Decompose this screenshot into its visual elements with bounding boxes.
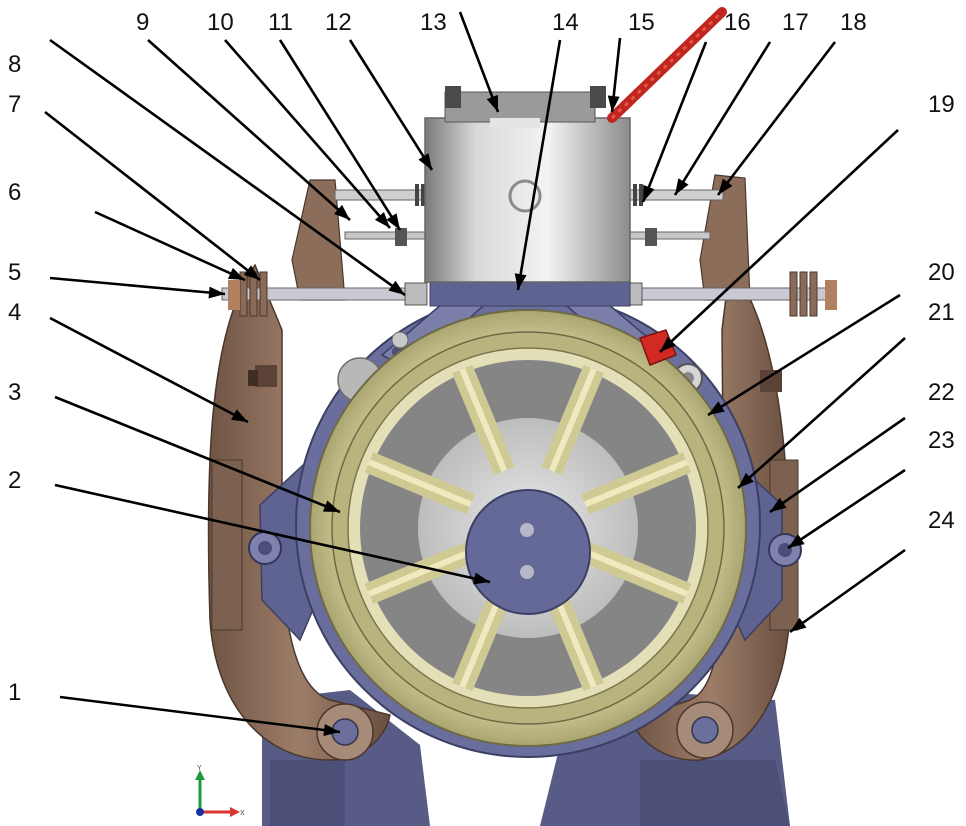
axis-x-label: X xyxy=(240,810,245,817)
leader-line-21 xyxy=(737,337,906,489)
arrowhead-1 xyxy=(323,724,340,736)
leader-line-19 xyxy=(659,129,899,353)
callout-19: 19 xyxy=(928,91,955,118)
spoke-highlight xyxy=(459,367,508,472)
arrowhead-19 xyxy=(660,336,676,352)
leader-line-3 xyxy=(54,395,341,514)
callout-14: 14 xyxy=(552,9,579,36)
arrowhead-17 xyxy=(675,178,689,195)
arrowhead-5 xyxy=(208,286,225,299)
callout-5: 5 xyxy=(8,259,21,286)
callout-2: 2 xyxy=(8,467,21,494)
leader-line-7 xyxy=(44,110,261,282)
axis-triad: Y X xyxy=(195,765,245,817)
axis-y-label: Y xyxy=(197,765,202,772)
callout-3: 3 xyxy=(8,379,21,406)
leader-lines xyxy=(44,11,906,736)
callout-16: 16 xyxy=(724,9,751,36)
arrowhead-10 xyxy=(374,212,390,228)
leader-line-10 xyxy=(224,39,391,229)
callout-10: 10 xyxy=(207,9,234,36)
arrowhead-6 xyxy=(227,267,245,280)
arrowhead-24 xyxy=(790,617,807,632)
leader-line-5 xyxy=(49,276,226,296)
callout-11: 11 xyxy=(268,9,293,36)
arrowhead-4 xyxy=(231,409,248,422)
callout-17: 17 xyxy=(782,9,809,36)
power-cable xyxy=(607,7,727,123)
arrowhead-20 xyxy=(708,401,725,415)
spoke-highlight xyxy=(367,548,472,597)
arrowhead-16 xyxy=(643,184,655,202)
leader-line-22 xyxy=(769,416,906,514)
spoke-highlight xyxy=(367,459,472,508)
leader-line-17 xyxy=(673,41,772,196)
arrowhead-7 xyxy=(243,265,260,280)
arrowhead-2 xyxy=(473,572,490,585)
leader-line-16 xyxy=(641,41,708,203)
callout-4: 4 xyxy=(8,299,21,326)
leader-line-13 xyxy=(458,11,500,113)
callout-24: 24 xyxy=(928,507,955,534)
callout-7: 7 xyxy=(8,91,21,118)
electromagnet xyxy=(334,86,724,307)
leader-line-24 xyxy=(789,548,906,634)
leader-line-11 xyxy=(278,39,402,231)
arrowhead-12 xyxy=(418,153,432,170)
callout-9: 9 xyxy=(136,9,149,36)
arrowhead-13 xyxy=(486,94,498,112)
arrowhead-23 xyxy=(788,534,805,548)
traction-sheave xyxy=(309,309,747,747)
callout-22: 22 xyxy=(928,379,955,406)
leader-line-9 xyxy=(147,39,351,221)
arrowhead-22 xyxy=(770,497,787,512)
arrowhead-15 xyxy=(607,95,620,112)
callout-labels: 1 2 3 4 5 6 7 8 9 10 11 12 13 14 15 16 1… xyxy=(8,9,955,706)
left-spring-rod xyxy=(221,271,428,317)
callout-21: 21 xyxy=(928,299,955,326)
callout-6: 6 xyxy=(8,179,21,206)
callout-1: 1 xyxy=(8,679,21,706)
callout-12: 12 xyxy=(325,9,352,36)
leader-line-1 xyxy=(59,695,341,734)
leader-line-8 xyxy=(49,38,406,297)
leader-line-4 xyxy=(49,316,249,424)
spoke-highlight xyxy=(584,548,689,597)
leader-line-2 xyxy=(54,483,491,584)
callout-8: 8 xyxy=(8,51,21,78)
callout-13: 13 xyxy=(420,9,447,36)
leader-line-6 xyxy=(94,210,246,282)
callout-18: 18 xyxy=(840,9,867,36)
leader-line-12 xyxy=(348,39,434,171)
arrowhead-9 xyxy=(334,204,350,220)
leader-line-14 xyxy=(516,39,562,291)
arrowhead-18 xyxy=(718,178,733,195)
arrowhead-3 xyxy=(322,500,340,512)
spoke-highlight xyxy=(584,459,689,508)
arrowhead-8 xyxy=(388,280,405,295)
arrowhead-14 xyxy=(514,273,527,290)
callout-20: 20 xyxy=(928,259,955,286)
arrowhead-21 xyxy=(738,472,754,488)
callout-15: 15 xyxy=(628,9,655,36)
leader-line-23 xyxy=(787,468,906,550)
spoke-highlight xyxy=(548,367,597,472)
callout-23: 23 xyxy=(928,427,955,454)
leader-line-18 xyxy=(716,41,837,196)
arrowhead-11 xyxy=(386,213,400,230)
hub xyxy=(465,489,591,615)
left-brake-arm xyxy=(207,179,391,761)
leader-line-20 xyxy=(707,293,901,417)
